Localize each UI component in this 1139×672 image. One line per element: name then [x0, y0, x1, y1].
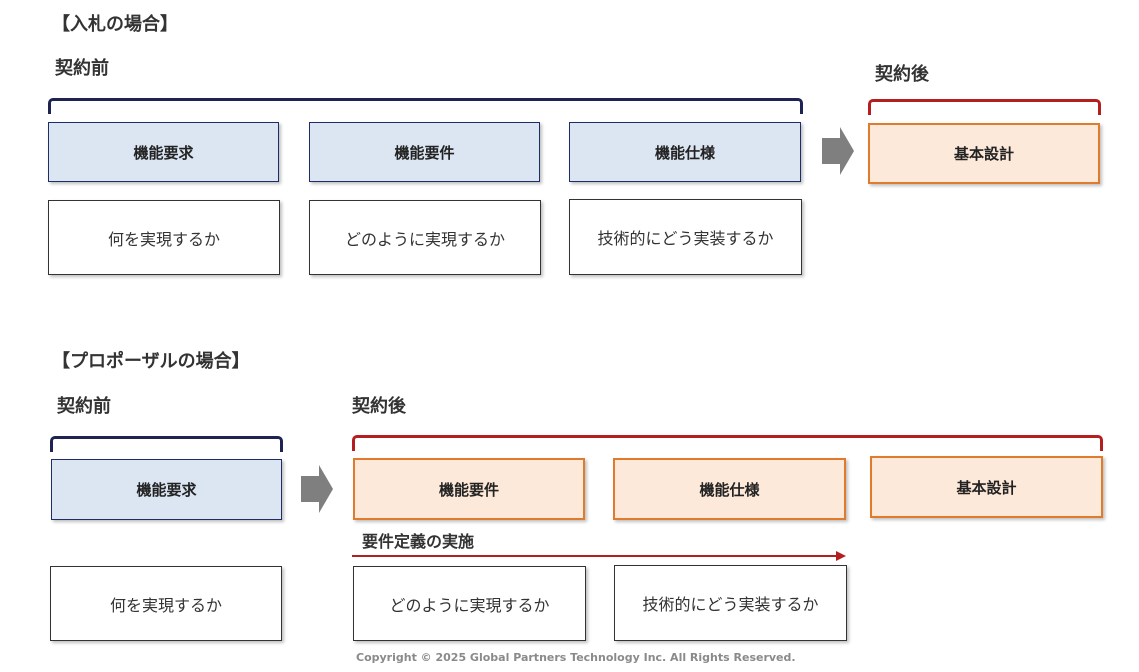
- proposal-box-basic-design: 基本設計: [870, 456, 1103, 518]
- proposal-box-functional-request: 機能要求: [51, 459, 282, 520]
- bidding-after-bracket: [868, 99, 1101, 115]
- proposal-box-functional-specification: 機能仕様: [613, 458, 846, 520]
- proposal-before-label: 契約前: [57, 396, 111, 417]
- bidding-box-basic-design: 基本設計: [868, 123, 1100, 184]
- proposal-after-label: 契約後: [352, 396, 406, 417]
- bidding-box-functional-request: 機能要求: [48, 122, 279, 182]
- copyright-footer: Copyright © 2025 Global Partners Technol…: [356, 651, 796, 664]
- proposal-desc-technical: 技術的にどう実装するか: [614, 565, 847, 641]
- requirements-definition-note: 要件定義の実施: [362, 532, 475, 551]
- bidding-desc-technical: 技術的にどう実装するか: [569, 199, 802, 275]
- proposal-desc-what: 何を実現するか: [50, 566, 282, 641]
- bidding-section-title: 【入札の場合】: [52, 14, 178, 35]
- timeline-arrow-icon: [352, 551, 846, 561]
- bidding-desc-what: 何を実現するか: [48, 200, 280, 275]
- proposal-desc-how: どのように実現するか: [353, 566, 586, 641]
- proposal-box-functional-requirements: 機能要件: [353, 458, 585, 520]
- proposal-after-bracket: [352, 435, 1103, 451]
- bidding-desc-how: どのように実現するか: [309, 200, 541, 275]
- bidding-before-label: 契約前: [55, 58, 109, 79]
- bidding-box-functional-specification: 機能仕様: [569, 122, 801, 182]
- right-arrow-icon: [822, 127, 854, 175]
- bidding-box-functional-requirements: 機能要件: [309, 122, 540, 182]
- bidding-after-label: 契約後: [875, 64, 929, 85]
- bidding-before-bracket: [48, 98, 803, 114]
- proposal-section-title: 【プロポーザルの場合】: [52, 351, 250, 372]
- right-arrow-icon: [301, 465, 333, 513]
- proposal-before-bracket: [50, 436, 283, 452]
